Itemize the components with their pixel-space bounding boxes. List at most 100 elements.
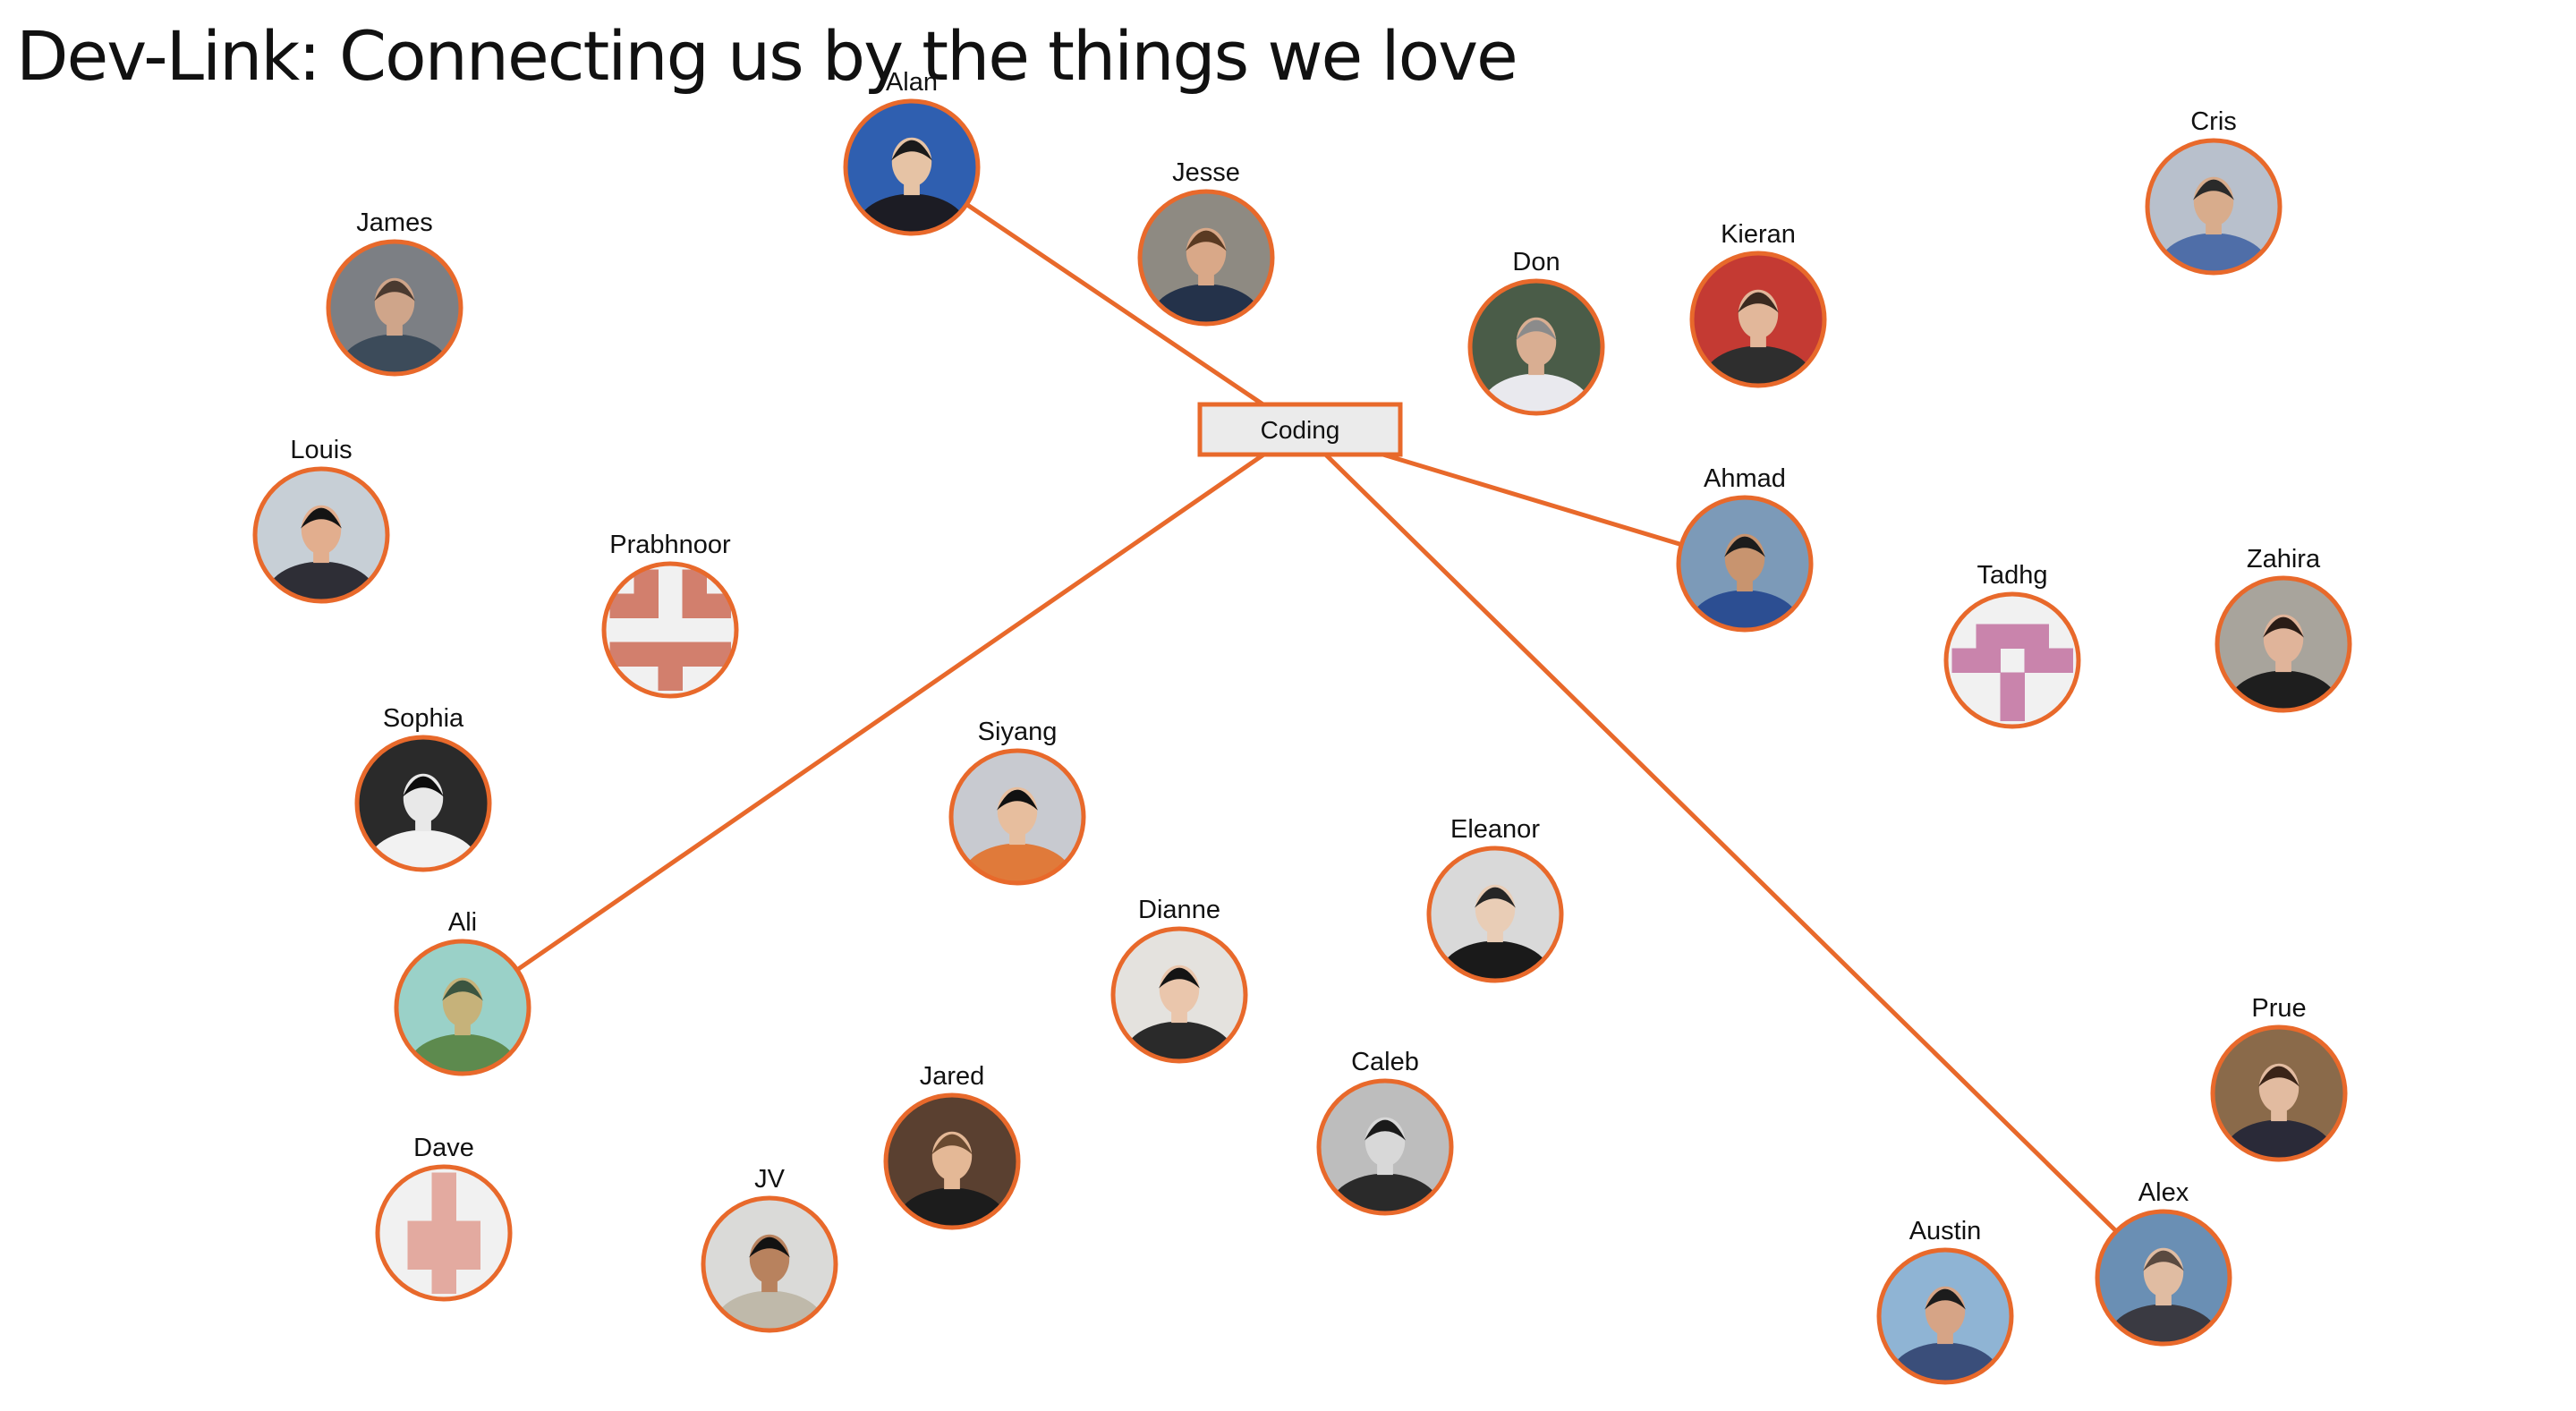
person-name-kieran: Kieran xyxy=(1721,220,1796,249)
person-node-eleanor[interactable]: Eleanor xyxy=(1426,815,1564,1014)
avatar-ring xyxy=(843,98,981,236)
avatar-ring xyxy=(1316,1078,1454,1216)
interest-layer: Coding xyxy=(1197,402,1403,457)
avatar-photo-ahmad xyxy=(1679,497,1811,630)
avatar-photo-ali xyxy=(396,941,529,1074)
avatar-ring xyxy=(1689,251,1827,388)
person-name-ali: Ali xyxy=(448,908,477,937)
person-node-ali[interactable]: Ali xyxy=(394,908,531,1107)
person-name-austin: Austin xyxy=(1909,1217,1982,1245)
person-node-sophia[interactable]: Sophia xyxy=(354,704,492,903)
person-name-don: Don xyxy=(1512,248,1560,276)
avatar-ring xyxy=(1426,846,1564,983)
person-name-caleb: Caleb xyxy=(1351,1048,1419,1076)
person-node-zahira[interactable]: Zahira xyxy=(2215,545,2352,744)
person-name-eleanor: Eleanor xyxy=(1450,815,1540,844)
avatar-ring xyxy=(1876,1247,2014,1385)
avatar-ring xyxy=(2145,138,2283,276)
avatar-photo-zahira xyxy=(2217,578,2350,710)
link-coding-alex xyxy=(1297,427,2166,1280)
avatar-photo-jv xyxy=(703,1198,836,1330)
avatar-photo-jesse xyxy=(1140,191,1272,324)
link-coding-alan xyxy=(909,165,1303,432)
person-node-james[interactable]: James xyxy=(326,208,463,407)
avatar-ring xyxy=(2210,1024,2348,1162)
person-node-tadhg[interactable]: Tadhg xyxy=(1943,561,2081,729)
avatar-photo-james xyxy=(328,242,461,374)
interest-node-coding[interactable]: Coding xyxy=(1197,402,1403,457)
avatar-photo-siyang xyxy=(951,751,1084,883)
identicon-avatar-tadhg xyxy=(1946,594,2079,727)
interest-box xyxy=(1197,402,1403,457)
avatar-photo-alex xyxy=(2097,1211,2230,1344)
avatar-photo-jared xyxy=(886,1095,1018,1228)
person-name-siyang: Siyang xyxy=(978,718,1058,746)
avatar-ring xyxy=(1467,278,1605,416)
person-node-prue[interactable]: Prue xyxy=(2210,994,2348,1193)
avatar-ring xyxy=(601,561,739,699)
avatar-photo-prue xyxy=(2213,1027,2345,1160)
avatar-ring xyxy=(1137,189,1275,327)
avatar-photo-austin xyxy=(1879,1250,2011,1382)
person-name-alex: Alex xyxy=(2138,1178,2189,1207)
avatar-photo-cris xyxy=(2147,140,2280,273)
person-name-tadhg: Tadhg xyxy=(1977,561,2047,590)
avatar-ring xyxy=(375,1164,513,1302)
avatar-ring xyxy=(701,1195,838,1333)
person-name-jv: JV xyxy=(754,1165,786,1194)
person-node-siyang[interactable]: Siyang xyxy=(948,718,1086,916)
avatar-photo-don xyxy=(1470,281,1603,413)
link-coding-ali xyxy=(460,427,1303,1010)
person-name-alan: Alan xyxy=(886,68,938,97)
person-node-alan[interactable]: Alan xyxy=(843,68,981,267)
person-node-caleb[interactable]: Caleb xyxy=(1316,1048,1454,1246)
links-layer xyxy=(460,165,2166,1280)
person-node-austin[interactable]: Austin xyxy=(1876,1217,2014,1411)
person-node-dave[interactable]: Dave xyxy=(375,1134,513,1302)
person-name-ahmad: Ahmad xyxy=(1704,464,1786,493)
person-name-james: James xyxy=(356,208,432,237)
person-name-cris: Cris xyxy=(2190,107,2237,136)
avatar-photo-kieran xyxy=(1692,253,1824,386)
avatar-photo-alan xyxy=(846,101,978,234)
avatar-ring xyxy=(2215,575,2352,713)
person-name-jesse: Jesse xyxy=(1172,158,1240,187)
avatar-ring xyxy=(354,735,492,872)
avatar-photo-dianne xyxy=(1113,929,1245,1061)
identicon-avatar-dave xyxy=(378,1167,510,1299)
avatar-photo-eleanor xyxy=(1429,848,1561,981)
person-node-jv[interactable]: JV xyxy=(701,1165,838,1364)
person-node-alex[interactable]: Alex xyxy=(2095,1178,2232,1377)
avatar-photo-caleb xyxy=(1319,1081,1451,1213)
person-node-jesse[interactable]: Jesse xyxy=(1137,158,1275,357)
person-name-prue: Prue xyxy=(2251,994,2306,1023)
person-name-sophia: Sophia xyxy=(383,704,464,733)
person-node-louis[interactable]: Louis xyxy=(252,436,390,634)
person-node-jared[interactable]: Jared xyxy=(883,1062,1021,1261)
avatar-ring xyxy=(326,239,463,377)
person-name-jared: Jared xyxy=(920,1062,985,1091)
avatar-ring xyxy=(948,748,1086,886)
avatar-photo-louis xyxy=(255,469,387,601)
interest-label: Coding xyxy=(1261,416,1340,444)
avatar-ring xyxy=(1110,926,1248,1064)
avatar-ring xyxy=(1676,495,1814,633)
avatar-photo-sophia xyxy=(357,737,489,870)
person-node-dianne[interactable]: Dianne xyxy=(1110,896,1248,1094)
person-node-don[interactable]: Don xyxy=(1467,248,1605,446)
avatar-ring xyxy=(252,466,390,604)
person-name-prabhnoor: Prabhnoor xyxy=(609,531,731,559)
person-node-cris[interactable]: Cris xyxy=(2145,107,2283,306)
person-node-ahmad[interactable]: Ahmad xyxy=(1676,464,1814,663)
page-title: Dev-Link: Connecting us by the things we… xyxy=(16,16,1518,96)
person-node-kieran[interactable]: Kieran xyxy=(1689,220,1827,419)
avatar-ring xyxy=(2095,1209,2232,1347)
identicon-avatar-prabhnoor xyxy=(604,564,736,696)
person-name-dianne: Dianne xyxy=(1138,896,1220,924)
person-node-prabhnoor[interactable]: Prabhnoor xyxy=(601,531,739,699)
avatar-ring xyxy=(1943,591,2081,729)
person-name-zahira: Zahira xyxy=(2247,545,2321,574)
